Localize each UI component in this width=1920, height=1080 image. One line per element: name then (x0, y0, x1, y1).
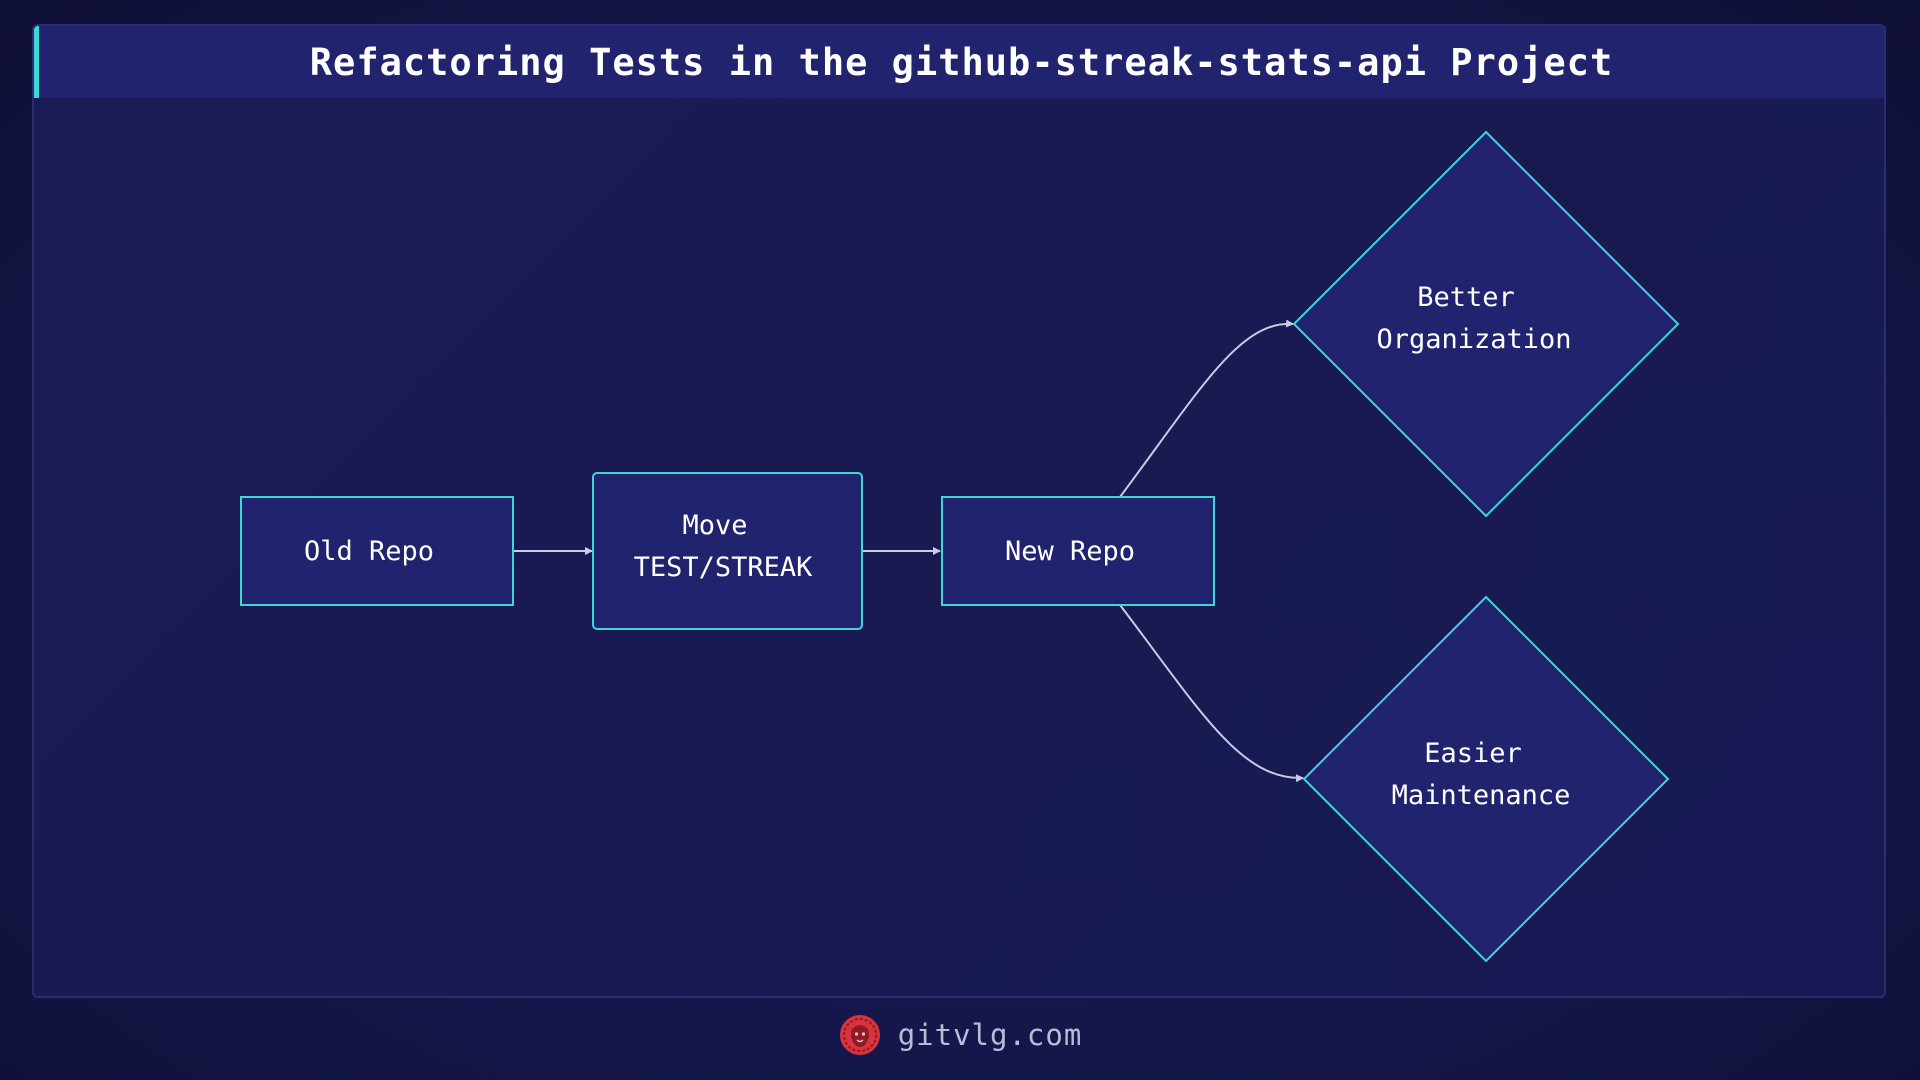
node-old-repo-label: Old Repo (304, 536, 434, 567)
node-easier-maintenance: Easier Maintenance (1302, 595, 1670, 963)
node-new-repo: New Repo (941, 496, 1215, 606)
node-move-label-line-1: Move (682, 510, 747, 541)
node-new-repo-label: New Repo (1005, 536, 1135, 567)
node-easier-maintenance-label-line-2: Maintenance (1392, 780, 1571, 811)
title-bar: Refactoring Tests in the github-streak-s… (34, 26, 1884, 98)
node-old-repo: Old Repo (240, 496, 514, 606)
edge-new-repo-to-better-organization (1119, 319, 1294, 498)
footer: gitvlg.com (0, 1010, 1920, 1060)
node-easier-maintenance-label-line-1: Easier (1424, 738, 1522, 769)
lion-head-icon (839, 1015, 880, 1055)
node-better-organization-label-line-1: Better (1417, 282, 1515, 313)
node-move-label-line-2: TEST/STREAK (634, 552, 814, 583)
edge-new-repo-to-easier-maintenance (1119, 604, 1304, 783)
node-better-organization-label-line-2: Organization (1376, 324, 1571, 355)
node-move-test-streak: Move TEST/STREAK (592, 472, 863, 630)
node-better-organization: Better Organization (1292, 130, 1680, 518)
diagram-title: Refactoring Tests in the github-streak-s… (309, 40, 1614, 84)
footer-site-text[interactable]: gitvlg.com (897, 1018, 1083, 1052)
